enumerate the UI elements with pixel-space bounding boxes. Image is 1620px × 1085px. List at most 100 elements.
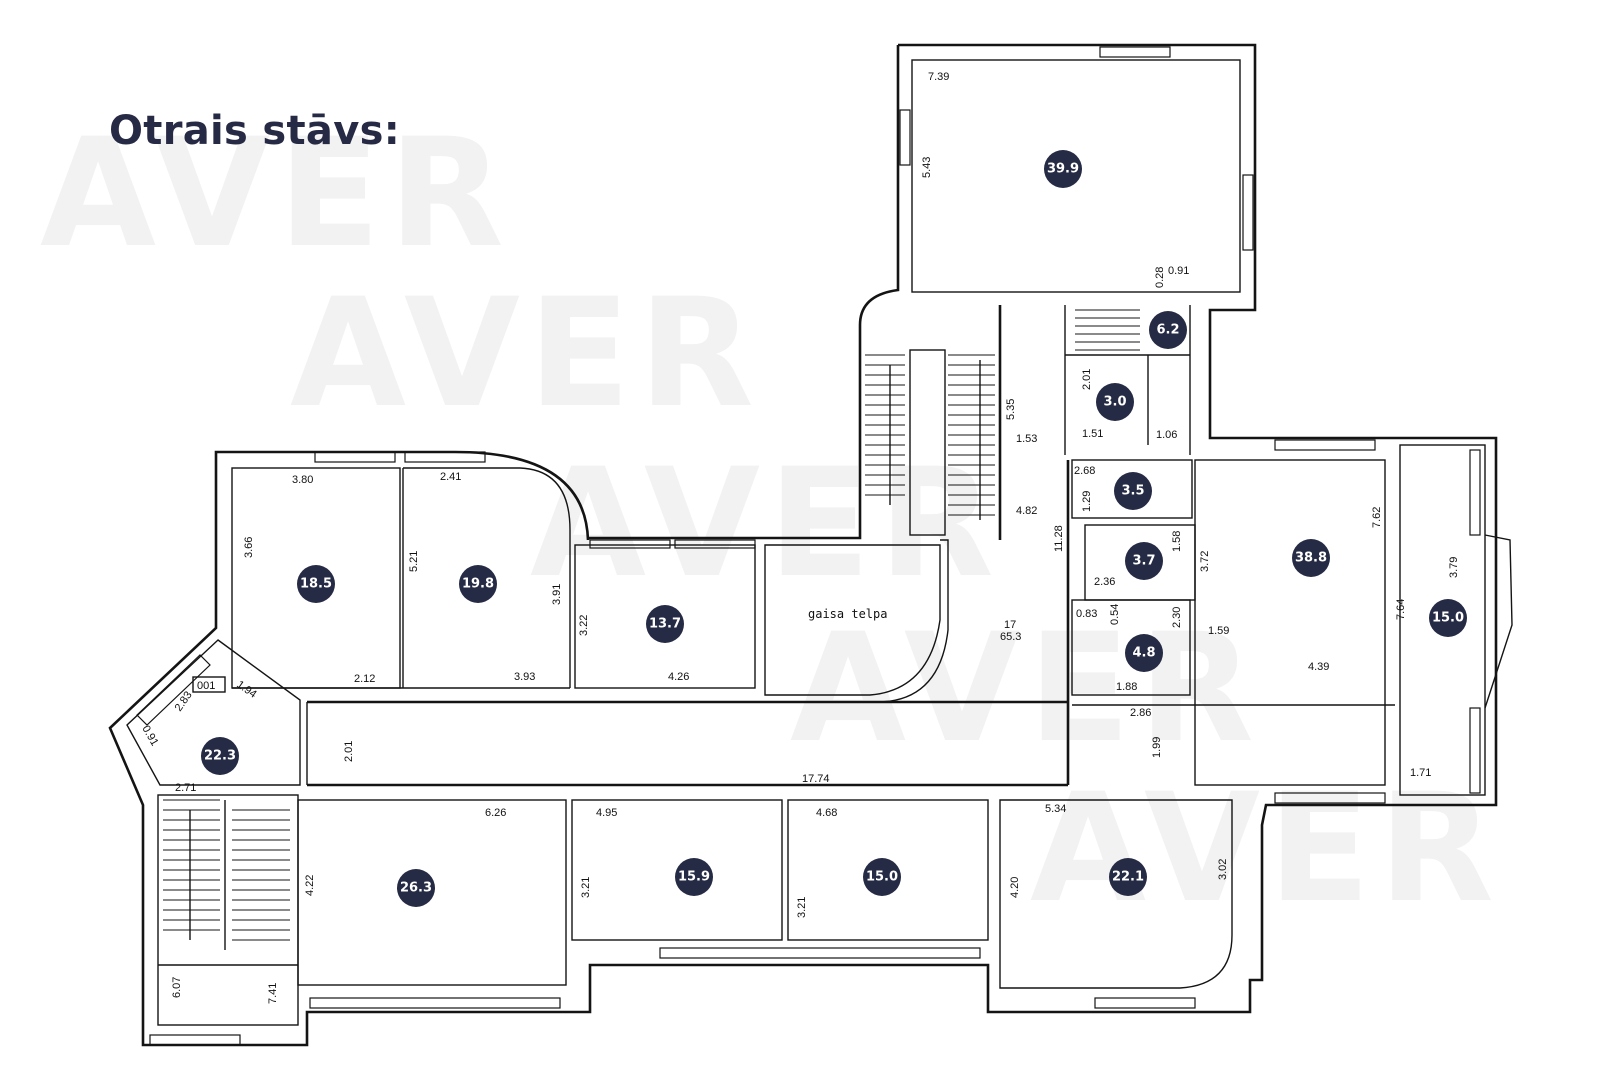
room-badge[interactable]: 19.8 bbox=[459, 565, 497, 603]
dim-label: 4.68 bbox=[816, 807, 837, 819]
dim-label: 1.88 bbox=[1116, 681, 1137, 693]
corridor-area: 65.3 bbox=[1000, 631, 1021, 643]
dim-label: 1.51 bbox=[1082, 428, 1103, 440]
dim-label: 4.22 bbox=[304, 875, 316, 896]
room-area-label: 18.5 bbox=[300, 577, 332, 592]
dim-label: 3.72 bbox=[1199, 551, 1211, 572]
room-badge[interactable]: 15.0 bbox=[1429, 599, 1467, 637]
walls bbox=[108, 43, 1513, 1047]
watermark-2: AVER bbox=[290, 267, 762, 441]
dimensions: 7.39 5.43 0.28 0.91 5.35 1.53 2.01 1.51 … bbox=[139, 71, 1460, 1004]
dim-label: 5.35 bbox=[1005, 399, 1017, 420]
room-area-label: 6.2 bbox=[1156, 323, 1179, 338]
room-area-label: 3.7 bbox=[1132, 554, 1155, 569]
dim-label: 5.34 bbox=[1045, 803, 1066, 815]
room-area-label: 19.8 bbox=[462, 577, 494, 592]
dim-label: 2.30 bbox=[1171, 607, 1183, 628]
dim-label: 5.43 bbox=[921, 157, 933, 178]
room-area-label: 38.8 bbox=[1295, 551, 1327, 566]
room-badge[interactable]: 15.0 bbox=[863, 858, 901, 896]
dim-label: 3.80 bbox=[292, 474, 313, 486]
dim-label: 4.20 bbox=[1009, 877, 1021, 898]
room-badges: 39.9 6.2 3.0 3.5 38.8 3.7 4.8 15.0 18.5 … bbox=[201, 150, 1467, 907]
dim-label: 7.62 bbox=[1371, 507, 1383, 528]
room-area-label: 15.0 bbox=[866, 870, 898, 885]
dim-label: 3.91 bbox=[551, 584, 563, 605]
dim-label: 1.59 bbox=[1208, 625, 1229, 637]
dim-label: 4.39 bbox=[1308, 661, 1329, 673]
dim-label: 0.91 bbox=[1168, 265, 1189, 277]
room-badge[interactable]: 26.3 bbox=[397, 869, 435, 907]
room-badge[interactable]: 22.1 bbox=[1109, 858, 1147, 896]
room-badge[interactable]: 15.9 bbox=[675, 858, 713, 896]
annotations: gaisa telpa 001 17 65.3 bbox=[192, 607, 1021, 693]
dim-label: 1.53 bbox=[1016, 433, 1037, 445]
dim-label: 3.02 bbox=[1217, 859, 1229, 880]
dim-label: 0.54 bbox=[1109, 604, 1121, 625]
dim-label: 3.21 bbox=[580, 877, 592, 898]
corridor-number: 17 bbox=[1004, 619, 1016, 631]
watermark-3: AVER bbox=[530, 437, 1002, 611]
watermark-4: AVER bbox=[790, 602, 1262, 776]
page-title: Otrais stāvs: bbox=[109, 108, 400, 154]
room-badge[interactable]: 3.5 bbox=[1114, 472, 1152, 510]
room-area-label: 15.9 bbox=[678, 870, 710, 885]
dim-label: 2.12 bbox=[354, 673, 375, 685]
watermark-1: AVER bbox=[40, 107, 512, 281]
room-badge[interactable]: 18.5 bbox=[297, 565, 335, 603]
room-area-label: 39.9 bbox=[1047, 162, 1079, 177]
dim-label: 4.26 bbox=[668, 671, 689, 683]
air-space-label: gaisa telpa bbox=[808, 607, 887, 621]
room-area-label: 4.8 bbox=[1132, 646, 1155, 661]
dim-label: 7.41 bbox=[267, 983, 279, 1004]
dim-label: 1.71 bbox=[1410, 767, 1431, 779]
dim-label: 7.64 bbox=[1395, 599, 1407, 620]
room-badge[interactable]: 13.7 bbox=[646, 605, 684, 643]
watermark-5: AVER bbox=[1030, 762, 1502, 936]
room-badge[interactable]: 39.9 bbox=[1044, 150, 1082, 188]
dim-label: 1.29 bbox=[1081, 491, 1093, 512]
dim-label: 4.95 bbox=[596, 807, 617, 819]
dim-label: 1.94 bbox=[234, 679, 258, 701]
dim-label: 3.21 bbox=[796, 897, 808, 918]
room-area-label: 3.5 bbox=[1121, 484, 1144, 499]
dim-label: 3.93 bbox=[514, 671, 535, 683]
door-tag: 001 bbox=[197, 680, 215, 692]
dim-label: 7.39 bbox=[928, 71, 949, 83]
room-area-label: 13.7 bbox=[649, 617, 681, 632]
room-badge[interactable]: 22.3 bbox=[201, 737, 239, 775]
dim-label: 1.99 bbox=[1151, 737, 1163, 758]
room-top-inner bbox=[911, 59, 1241, 293]
room-area-label: 15.0 bbox=[1432, 611, 1464, 626]
dim-label: 0.28 bbox=[1154, 267, 1166, 288]
dim-label: 2.01 bbox=[343, 741, 355, 762]
room-badge[interactable]: 3.0 bbox=[1096, 383, 1134, 421]
windows bbox=[136, 46, 1481, 1046]
dim-label: 2.01 bbox=[1081, 369, 1093, 390]
room-badge[interactable]: 38.8 bbox=[1292, 539, 1330, 577]
dim-label: 5.21 bbox=[408, 551, 420, 572]
dim-label: 2.36 bbox=[1094, 576, 1115, 588]
dim-label: 3.79 bbox=[1448, 557, 1460, 578]
dim-label: 2.71 bbox=[175, 782, 196, 794]
dim-label: 3.66 bbox=[243, 537, 255, 558]
dim-label: 2.68 bbox=[1074, 465, 1095, 477]
dim-label: 2.83 bbox=[173, 689, 195, 713]
room-badge[interactable]: 3.7 bbox=[1125, 542, 1163, 580]
dim-label: 2.41 bbox=[440, 471, 461, 483]
dim-label: 6.07 bbox=[171, 977, 183, 998]
dim-label: 17.74 bbox=[802, 773, 830, 785]
dim-label: 1.06 bbox=[1156, 429, 1177, 441]
room-badge[interactable]: 4.8 bbox=[1125, 634, 1163, 672]
dim-label: 1.58 bbox=[1171, 531, 1183, 552]
dim-label: 0.91 bbox=[139, 724, 160, 749]
dim-label: 0.83 bbox=[1076, 608, 1097, 620]
dim-label: 4.82 bbox=[1016, 505, 1037, 517]
room-badge[interactable]: 6.2 bbox=[1149, 311, 1187, 349]
room-area-label: 22.1 bbox=[1112, 870, 1144, 885]
door-tag-box bbox=[192, 676, 226, 693]
dim-label: 2.86 bbox=[1130, 707, 1151, 719]
room-area-label: 22.3 bbox=[204, 749, 236, 764]
room-area-label: 26.3 bbox=[400, 881, 432, 896]
